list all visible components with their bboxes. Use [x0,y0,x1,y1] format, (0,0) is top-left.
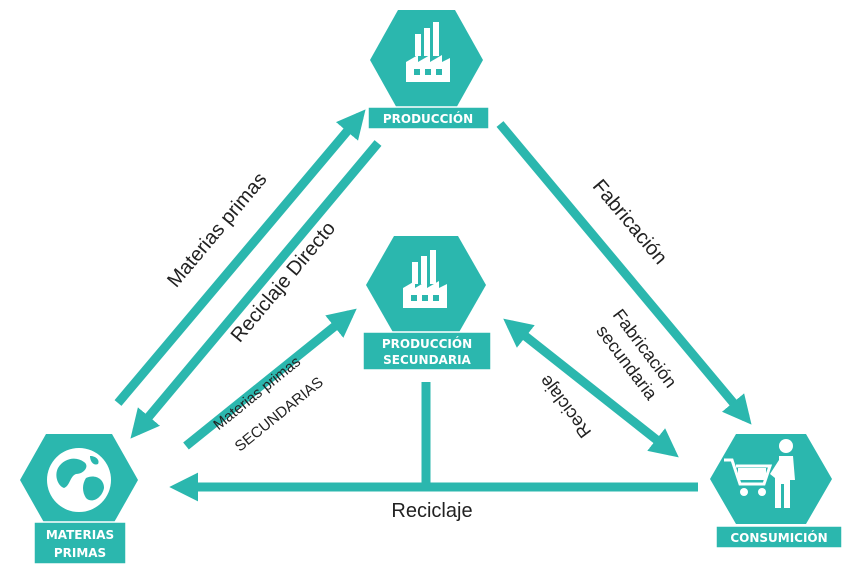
node-materias-primas-label-line1: MATERIAS [46,528,114,542]
label-materias-primas: Materias primas [163,169,271,292]
node-materias-primas-label-line2: PRIMAS [54,546,106,560]
arrow-materias-primas-secundarias [183,308,357,450]
node-consumicion: CONSUMICIÓN [710,434,843,549]
node-produccion-label: PRODUCCIÓN [383,111,473,126]
flow-arrows [114,109,752,502]
node-produccion: PRODUCCIÓN [367,10,490,130]
node-label-box [715,525,843,549]
factory-icon [403,250,447,308]
shopping-cart-person-icon [724,439,795,508]
factory-icon [406,22,450,82]
arrow-reciclaje-directo [130,140,382,439]
label-reciclaje-bottom: Reciclaje [391,500,472,522]
node-label-box [33,521,127,565]
node-materias-primas: MATERIAS PRIMAS [20,434,138,565]
hexagon [710,434,832,524]
arrow-fabricacion [496,121,752,425]
globe-icon [47,448,111,512]
node-label-box [367,106,490,130]
node-produccion-secundaria-label-line1: PRODUCCIÓN [382,336,472,351]
arrow-materias-primas [114,109,366,406]
label-reciclaje-directo: Reciclaje Directo [227,218,340,347]
node-produccion-secundaria-label-line2: SECUNDARIA [383,353,471,367]
arrow-fabricacion-secundaria-reciclaje [503,318,679,458]
node-label-box [362,331,492,371]
node-consumicion-label: CONSUMICIÓN [730,530,827,545]
node-produccion-secundaria: PRODUCCIÓN SECUNDARIA [362,236,492,371]
label-fabricacion: Fabricación [588,175,671,268]
